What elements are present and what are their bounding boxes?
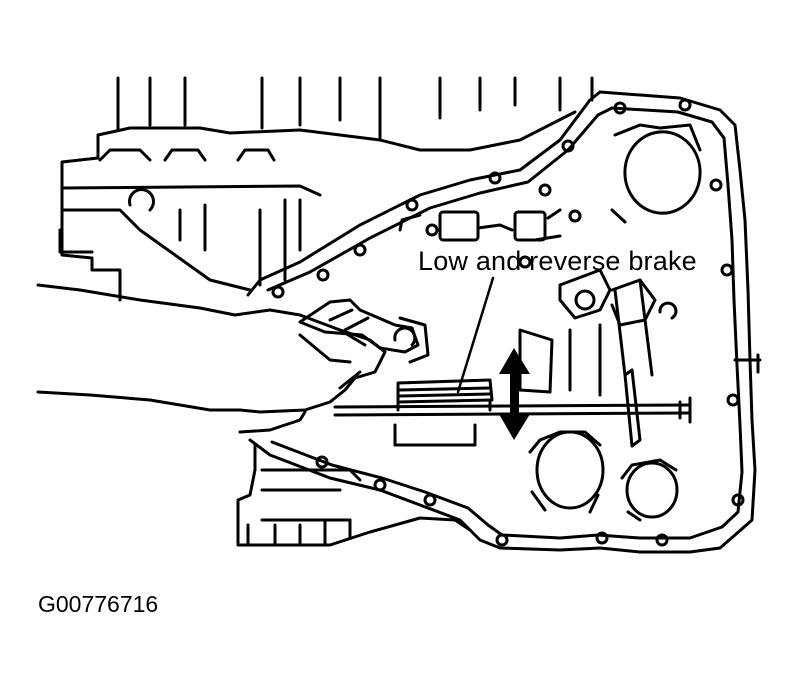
case-body-outline bbox=[58, 76, 594, 302]
cover-plate bbox=[246, 90, 757, 554]
upper-bore bbox=[610, 123, 702, 224]
figure-id: G00776716 bbox=[38, 591, 159, 617]
shaft-rod bbox=[333, 278, 762, 448]
brake-piston bbox=[396, 378, 494, 412]
double-arrow-icon bbox=[499, 348, 530, 440]
lower-bore bbox=[528, 430, 679, 522]
hand-with-air-gun bbox=[36, 283, 430, 434]
lower-housing bbox=[236, 423, 477, 547]
callout-label: Low and reverse brake bbox=[418, 246, 697, 276]
plate-ports bbox=[398, 208, 678, 397]
callout-leader-line bbox=[456, 276, 495, 394]
